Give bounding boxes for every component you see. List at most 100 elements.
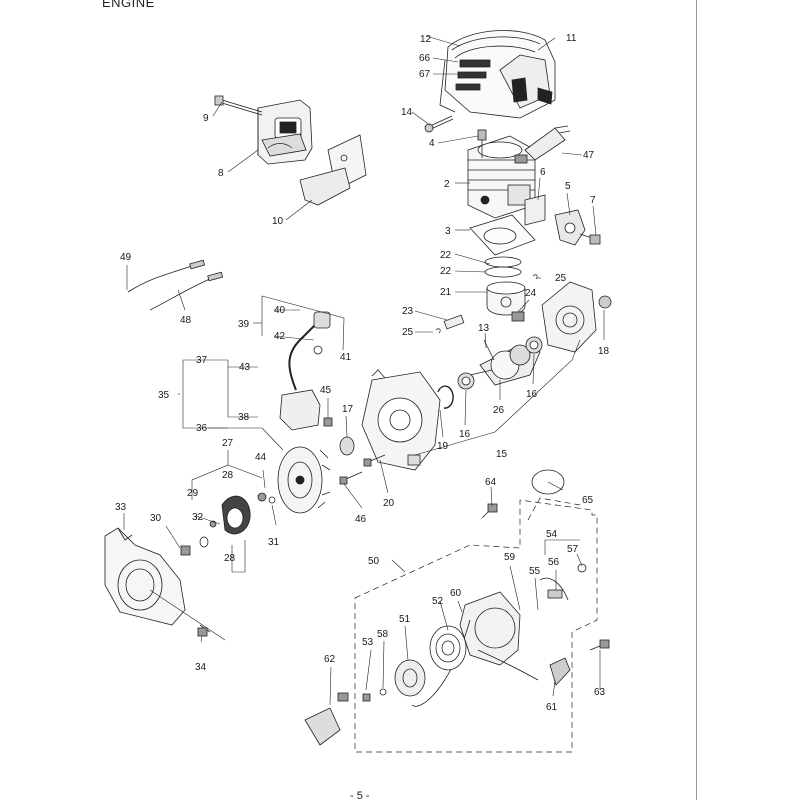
piston-rings-part [484, 256, 522, 278]
part-label-26: 26 [493, 405, 505, 416]
part-label-19: 19 [437, 441, 449, 452]
part-label-50: 50 [368, 556, 380, 567]
part-label-27: 27 [222, 438, 234, 449]
decal-part [531, 469, 565, 495]
piston-part [486, 281, 526, 316]
part-label-33: 33 [115, 502, 127, 513]
part-label-15: 15 [496, 449, 508, 460]
plug-wire-part [127, 259, 224, 311]
part-label-40: 40 [274, 305, 286, 316]
part-label-35: 35 [158, 390, 170, 401]
needle-bearing-part [511, 311, 525, 322]
part-label-3: 3 [445, 226, 451, 237]
piston-pin-part [435, 274, 538, 334]
part-label-31: 31 [268, 537, 280, 548]
part-label-46: 46 [355, 514, 367, 525]
part-label-6: 6 [540, 167, 546, 178]
bearing-part [457, 336, 543, 390]
part-label-30: 30 [150, 513, 162, 524]
spark-plug-part [514, 125, 571, 164]
leader-lines [123, 35, 605, 706]
recoil-starter-part [394, 563, 587, 707]
part-label-60: 60 [450, 588, 462, 599]
part-label-32: 32 [192, 512, 204, 523]
part-label-29: 29 [187, 488, 199, 499]
part-label-57: 57 [567, 544, 579, 555]
washer-part [268, 496, 276, 504]
part-number-labels: 12 66 67 11 14 9 8 10 4 2 3 47 6 5 7 22 … [115, 33, 610, 713]
part-label-11: 11 [566, 33, 577, 44]
part-label-23: 23 [402, 306, 414, 317]
part-label-48: 48 [180, 315, 192, 326]
part-label-36: 36 [196, 423, 208, 434]
part-label-9: 9 [203, 113, 209, 124]
part-label-10: 10 [272, 216, 284, 227]
part-label-53: 53 [362, 637, 374, 648]
part-label-67: 67 [419, 69, 431, 80]
cylinder-cover-part [439, 30, 556, 119]
cylinder-gasket-part [469, 214, 536, 256]
snap-ring-part [437, 385, 454, 409]
crankshaft-part [469, 339, 541, 386]
starter-group-box [354, 499, 598, 753]
part-label-5: 5 [565, 181, 571, 192]
page-number: - 5 - [350, 790, 370, 802]
part-label-37: 37 [196, 355, 208, 366]
starter-bolt-part [362, 503, 610, 702]
part-label-39: 39 [238, 319, 250, 330]
part-label-41: 41 [340, 352, 352, 363]
part-label-25a: 25 [555, 273, 567, 284]
part-label-21: 21 [440, 287, 452, 298]
muffler-bracket-part [299, 134, 367, 206]
muffler-bolt-part [214, 95, 263, 116]
insulator-part [524, 194, 601, 246]
starter-group-box-inner [527, 497, 581, 521]
part-label-24: 24 [525, 288, 537, 299]
part-label-22b: 22 [440, 266, 452, 277]
flywheel-part [277, 446, 331, 514]
part-label-22a: 22 [440, 250, 452, 261]
part-label-55: 55 [529, 566, 541, 577]
clutch-bolt-part [180, 536, 209, 556]
part-label-52: 52 [432, 596, 444, 607]
cover-bolt-part [424, 115, 454, 133]
part-label-66: 66 [419, 53, 431, 64]
part-label-59: 59 [504, 552, 516, 563]
crankcase-part [361, 369, 441, 471]
part-label-45: 45 [320, 385, 332, 396]
part-label-44: 44 [255, 452, 267, 463]
part-label-16a: 16 [526, 389, 538, 400]
part-label-49: 49 [120, 252, 132, 263]
part-label-47: 47 [583, 150, 595, 161]
fan-cover-part [104, 527, 186, 626]
page-border-line [696, 0, 697, 800]
part-label-65: 65 [582, 495, 594, 506]
part-label-54: 54 [546, 529, 558, 540]
muffler-part [257, 99, 313, 165]
part-label-25b: 25 [402, 327, 414, 338]
starter-pulley-part [304, 692, 349, 746]
clutch-part [209, 495, 251, 535]
fan-cover-screw-part [197, 624, 211, 637]
crankcase-screw-part [339, 454, 386, 485]
part-label-7: 7 [590, 195, 596, 206]
crankcase-half-part [541, 281, 612, 353]
part-label-8: 8 [218, 168, 224, 179]
part-label-16b: 16 [459, 429, 471, 440]
part-label-42: 42 [274, 331, 286, 342]
part-label-38: 38 [238, 412, 250, 423]
part-label-14: 14 [401, 107, 413, 118]
part-label-4: 4 [429, 138, 435, 149]
part-label-12: 12 [420, 34, 432, 45]
part-label-34: 34 [195, 662, 207, 673]
part-label-13: 13 [478, 323, 490, 334]
part-label-18: 18 [598, 346, 610, 357]
part-label-20: 20 [383, 498, 395, 509]
part-label-58: 58 [377, 629, 389, 640]
diagram-title: ENGINE [102, 0, 155, 10]
cylinder-bolt-part [477, 129, 487, 158]
part-label-2: 2 [444, 179, 450, 190]
flywheel-nut-part [257, 492, 267, 502]
